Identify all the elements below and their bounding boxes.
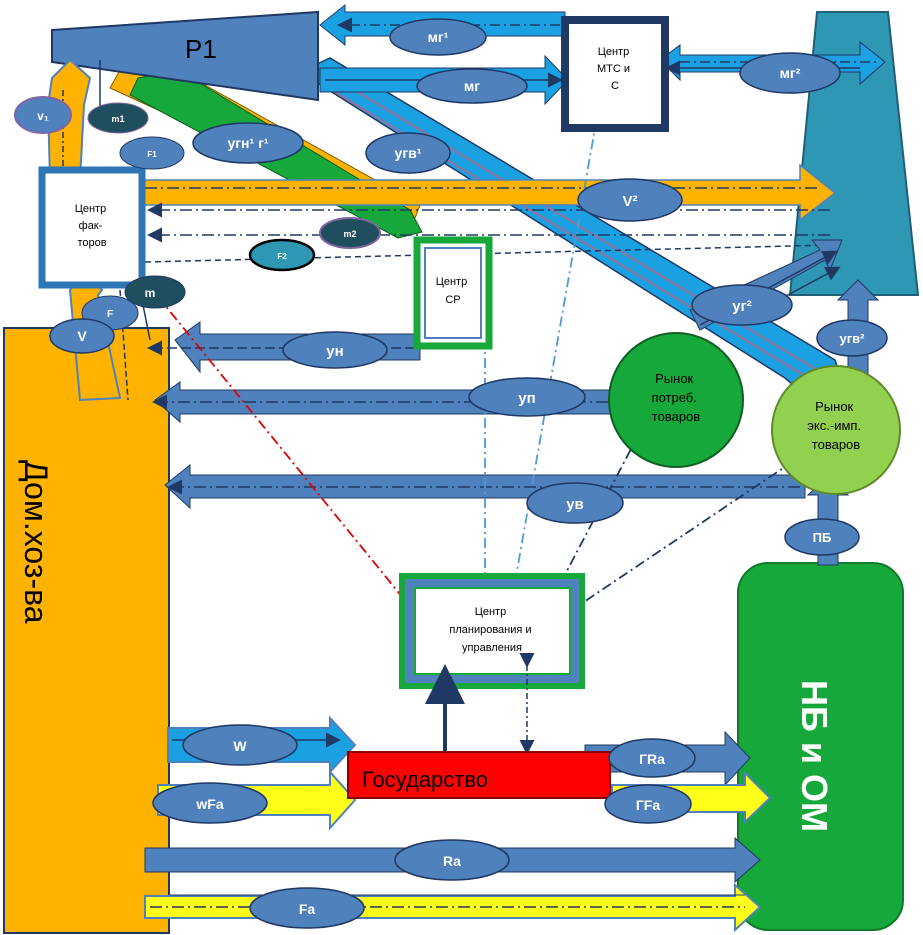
label-m2: m2 (319, 217, 381, 249)
svg-text:уг²: уг² (732, 298, 752, 315)
svg-text:ПБ: ПБ (813, 530, 832, 545)
households-label: Дом.хоз-ва (18, 460, 54, 624)
svg-text:ГFa: ГFa (636, 797, 660, 813)
flow-line (501, 99, 601, 626)
planning-center-inner (414, 587, 571, 675)
svg-text:wFa: wFa (195, 796, 223, 812)
label-m1: m1 (87, 102, 149, 134)
mtc-center-box (561, 16, 669, 132)
svg-text:мг¹: мг¹ (428, 29, 449, 45)
svg-text:F2: F2 (277, 252, 287, 261)
label-f2: F2 (248, 238, 316, 272)
label-f1: F1 (119, 136, 185, 170)
svg-text:ун: ун (326, 343, 343, 360)
label-gfa: ГFa (604, 784, 692, 824)
households-block (3, 327, 170, 934)
svg-text:угв¹: угв¹ (395, 145, 422, 161)
svg-text:мг: мг (464, 78, 480, 94)
svg-text:v₁: v₁ (37, 109, 49, 123)
diag-flow-line (304, 73, 821, 386)
label-fa: Fa (249, 887, 365, 929)
label-gra: ГRa (608, 738, 696, 778)
label-V: V (49, 318, 115, 354)
label-W: W (182, 724, 298, 766)
v2-arrow (139, 163, 837, 222)
state-box (347, 751, 611, 799)
flow-line (103, 233, 445, 649)
consumer-market-label: Рынок потреб. товаров (652, 371, 701, 424)
label-ugv1: угв¹ (365, 132, 451, 174)
svg-text:V: V (77, 328, 87, 344)
label-mg: мг (416, 68, 528, 104)
exim-market-circle (771, 365, 901, 495)
svg-text:угн¹ г¹: угн¹ г¹ (227, 135, 268, 151)
label-mg2: мг² (739, 52, 841, 94)
sr-center-box (413, 236, 493, 350)
svg-text:ГRa: ГRa (639, 751, 665, 767)
label-un: ун (282, 331, 388, 369)
factors-center-label: Центр фак- торов (75, 203, 110, 249)
mtc-center-label: Центр МТС и С (597, 46, 633, 92)
consumer-market-circle (608, 332, 744, 468)
label-mg1: мг¹ (389, 18, 487, 56)
label-up: уп (468, 377, 586, 417)
svg-text:m1: m1 (111, 114, 124, 124)
label-ugn1g1: угн¹ г¹ (192, 122, 304, 164)
svg-text:m2: m2 (343, 229, 356, 239)
diag-flow-line (317, 67, 831, 379)
label-pb: ПБ (784, 518, 860, 556)
label-v1: v₁ (14, 96, 72, 134)
svg-text:уп: уп (518, 390, 535, 407)
label-m: m (124, 275, 186, 309)
nb-om-label: НБ и ОМ (794, 680, 835, 832)
label-V2: V² (577, 178, 683, 222)
svg-text:m: m (145, 286, 156, 300)
r1-shape (51, 10, 319, 102)
flow-line (538, 431, 641, 626)
label-wfa: wFa (152, 782, 268, 824)
svg-text:угв²: угв² (840, 331, 866, 346)
label-uv: ув (526, 482, 624, 524)
svg-text:V²: V² (623, 193, 638, 210)
label-ra: Ra (394, 839, 510, 881)
r1-label: Р1 (185, 34, 217, 64)
sr-center-label: Центр СР (436, 276, 471, 306)
svg-text:W: W (233, 738, 247, 754)
sr-center-inner (424, 247, 482, 339)
svg-text:F: F (107, 309, 113, 320)
svg-text:Ra: Ra (443, 853, 461, 869)
svg-text:ув: ув (566, 496, 584, 513)
svg-text:Fa: Fa (299, 901, 316, 917)
svg-text:мг²: мг² (780, 65, 801, 81)
state-label: Государство (362, 767, 488, 792)
planning-center-label: Центр планирования и управления (449, 606, 534, 654)
svg-text:F1: F1 (147, 150, 157, 159)
factors-center-box (38, 166, 146, 289)
label-ug2: уг² (691, 284, 793, 326)
label-ugv2: угв² (816, 319, 888, 357)
exim-market-label: Рынок экс.-имп. товаров (807, 399, 864, 452)
